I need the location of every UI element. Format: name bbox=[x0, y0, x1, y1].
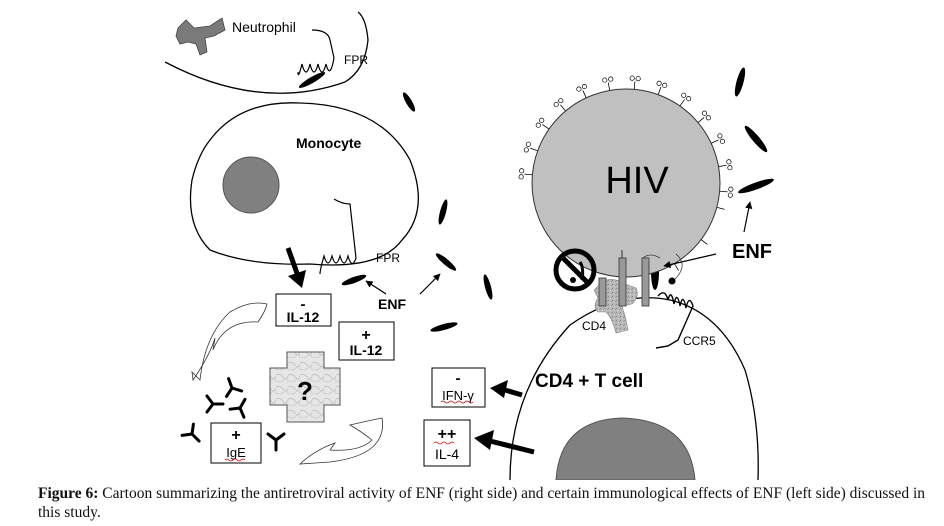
caption-label: Figure 6: bbox=[38, 485, 99, 502]
enf-peptide-icon bbox=[402, 92, 416, 112]
enf-peptide-icon bbox=[738, 178, 774, 194]
enf-arrow-to-fpr bbox=[365, 280, 387, 295]
hiv-spike-icon bbox=[710, 159, 733, 171]
enf-mechanism-diagram: Neutrophil FPR Monocyte FPR ENF - IL-1 bbox=[164, 11, 774, 480]
enf-arrow-outward bbox=[419, 273, 441, 295]
enf-label-right: ENF bbox=[732, 241, 772, 263]
svg-text:IL-12: IL-12 bbox=[287, 309, 320, 325]
svg-text:IL-4: IL-4 bbox=[435, 446, 459, 462]
tcell-to-ifng-arrow bbox=[490, 380, 523, 398]
svg-text:IgE: IgE bbox=[226, 445, 246, 460]
svg-text:IFN-γ: IFN-γ bbox=[442, 388, 474, 403]
ccr5-receptor bbox=[655, 292, 694, 349]
enf-peptide-icon bbox=[734, 67, 746, 97]
antibody-icon bbox=[225, 377, 244, 398]
antibody-icon bbox=[266, 432, 286, 452]
gp41-bar bbox=[641, 257, 650, 307]
curved-arrow-left bbox=[191, 302, 268, 382]
antibody-icon bbox=[205, 394, 225, 414]
enf-peptide-icon bbox=[435, 253, 457, 271]
cd4-t-cell: CD4 + T cell bbox=[509, 297, 759, 480]
fpr-label-monocyte: FPR bbox=[376, 251, 400, 265]
svg-text:+: + bbox=[231, 427, 240, 444]
antibody-icon bbox=[228, 397, 247, 419]
svg-text:-: - bbox=[301, 296, 306, 313]
neutrophil-cell: Neutrophil FPR bbox=[164, 11, 369, 94]
fpr-receptor-neutrophil bbox=[297, 29, 335, 76]
enf-peptide-icon bbox=[744, 125, 768, 153]
hiv-virion: HIV bbox=[518, 75, 734, 278]
monocyte-output-arrow bbox=[285, 247, 306, 288]
enf-peptide-icon bbox=[438, 199, 448, 225]
monocyte-cell: Monocyte FPR bbox=[189, 102, 419, 275]
tcell-to-il4-arrow bbox=[474, 430, 535, 455]
il4-plusplus-box: ++ IL-4 bbox=[423, 419, 471, 467]
question-mark: ? bbox=[297, 376, 313, 406]
neutrophil-label: Neutrophil bbox=[232, 19, 296, 35]
figure-caption: Figure 6: Cartoon summarizing the antire… bbox=[38, 484, 928, 522]
blocked-fusion-icon bbox=[553, 248, 597, 292]
enf-peptide-icon bbox=[483, 274, 493, 300]
antibodies bbox=[180, 377, 286, 452]
enf-peptide-icon bbox=[298, 72, 326, 88]
enf-arrow-to-peptide bbox=[743, 201, 753, 233]
neutrophil-nucleus-icon bbox=[175, 17, 226, 56]
enf-peptide-icon bbox=[430, 322, 458, 332]
enf-label-left: ENF bbox=[378, 296, 406, 312]
t-cell-label: CD4 + T cell bbox=[535, 371, 643, 392]
svg-text:-: - bbox=[456, 370, 461, 387]
hiv-label: HIV bbox=[605, 160, 669, 202]
il12-minus-box: - IL-12 bbox=[275, 293, 332, 327]
hiv-spike-icon bbox=[602, 76, 614, 99]
enf-peptide-icon bbox=[341, 274, 367, 286]
antibody-icon bbox=[180, 422, 201, 443]
svg-text:+: + bbox=[361, 327, 370, 344]
ifn-gamma-minus-box: - IFN-γ bbox=[431, 367, 486, 408]
ige-plus-box: + IgE bbox=[210, 422, 262, 464]
fpr-receptor-monocyte bbox=[319, 198, 357, 275]
ccr5-label: CCR5 bbox=[683, 334, 716, 348]
il12-plus-box: + IL-12 bbox=[338, 321, 395, 361]
fusion-complex: CD4 CCR5 bbox=[553, 248, 716, 349]
curved-arrow-bottom bbox=[298, 417, 383, 465]
caption-text: Cartoon summarizing the antiretroviral a… bbox=[38, 485, 926, 521]
svg-text:++: ++ bbox=[438, 426, 457, 443]
gp41-bar bbox=[618, 257, 627, 307]
fpr-label-neutrophil: FPR bbox=[344, 53, 368, 67]
svg-text:IL-12: IL-12 bbox=[350, 342, 383, 358]
gp41-bar bbox=[598, 277, 607, 307]
monocyte-nucleus bbox=[222, 156, 280, 214]
cd4-label: CD4 bbox=[582, 319, 606, 333]
unknown-mechanism-cross: ? bbox=[269, 351, 341, 423]
t-cell-nucleus bbox=[555, 417, 696, 480]
enf-arrow-to-gp41 bbox=[663, 253, 717, 269]
monocyte-label: Monocyte bbox=[296, 135, 362, 151]
